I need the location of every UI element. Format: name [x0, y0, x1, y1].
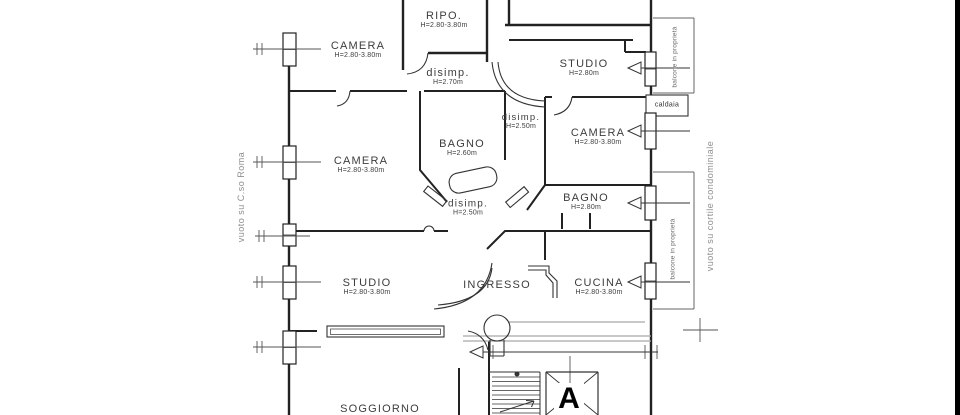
fixtures-and-door-arcs	[326, 52, 689, 357]
door-direction-arrows	[468, 61, 690, 359]
window-symbols	[282, 32, 657, 365]
stair-section-label: A	[557, 382, 581, 415]
staircase	[489, 371, 541, 415]
screen-edge-bar	[955, 0, 960, 415]
right-void-label: vuoto su cortile condominiale	[705, 140, 715, 272]
kitchen-counter-inner	[528, 269, 554, 298]
interior-walls	[289, 39, 651, 415]
door-leaf-symbol	[504, 185, 530, 209]
balcony-top-label: balcone in proprietà	[671, 26, 679, 88]
kitchen-counter	[528, 265, 558, 298]
exterior-walls	[287, 0, 653, 415]
door-leaf-symbol	[422, 185, 448, 208]
column-symbol	[483, 314, 511, 342]
terrace-lines	[463, 321, 651, 342]
bathtub-symbol	[448, 166, 498, 194]
caldaia-label: caldaia	[654, 101, 680, 109]
left-void-label: vuoto su C.so Roma	[236, 151, 246, 243]
balcony-outlines	[653, 17, 695, 310]
balcony-mid-label: balcone in proprietà	[669, 218, 677, 280]
stair-up-arrow	[499, 400, 535, 413]
radiator-symbol	[326, 325, 445, 338]
caldaia-box	[645, 94, 689, 117]
